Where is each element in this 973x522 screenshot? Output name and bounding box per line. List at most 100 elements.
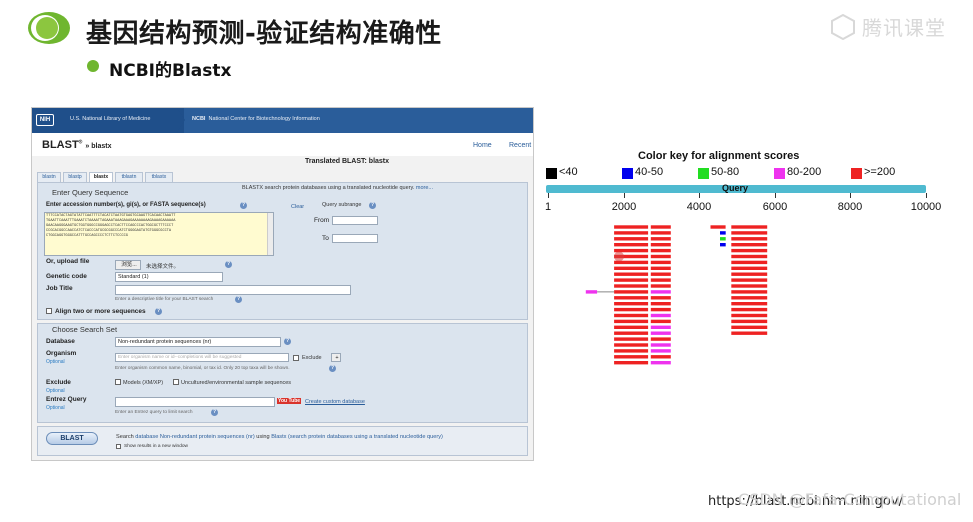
youtube-icon[interactable]: You Tube — [277, 398, 302, 404]
sequence-textarea[interactable]: TTTCCATACTAGTATATTCAATTTCTACATCTAATGTGAG… — [44, 212, 274, 256]
alignment-hit[interactable] — [731, 260, 768, 265]
create-custom-db-link[interactable]: Create custom database — [305, 399, 365, 405]
search-program-link[interactable]: Blastx (search protein databases using a… — [271, 434, 443, 440]
alignment-hit[interactable] — [614, 331, 649, 335]
from-input[interactable] — [332, 216, 378, 225]
tab-blastn[interactable]: blastn — [37, 172, 61, 182]
alignment-hit[interactable] — [710, 225, 726, 229]
alignment-hit[interactable] — [614, 225, 649, 229]
nih-logo[interactable]: NIH — [36, 114, 54, 126]
alignment-hit[interactable] — [614, 307, 649, 312]
alignment-hit[interactable] — [650, 243, 671, 247]
alignment-hit[interactable] — [650, 296, 671, 300]
alignment-hit[interactable] — [731, 243, 768, 247]
alignment-hit[interactable] — [650, 343, 671, 347]
help-icon[interactable]: ? — [240, 202, 247, 209]
help-icon[interactable]: ? — [155, 308, 162, 315]
tab-tblastx[interactable]: tblastx — [145, 172, 173, 182]
alignment-hit[interactable] — [614, 260, 649, 265]
alignment-hit[interactable] — [614, 290, 649, 294]
ncbi-link[interactable]: NCBI National Center for Biotechnology I… — [192, 116, 320, 122]
nih-text[interactable]: U.S. National Library of Medicine — [70, 116, 151, 122]
alignment-hit[interactable] — [731, 254, 768, 259]
blast-url[interactable]: https://blast.ncbi.nlm.nih.gov/ — [708, 494, 903, 509]
alignment-hit[interactable] — [585, 290, 598, 294]
search-database-link[interactable]: database Non-redundant protein sequences… — [135, 434, 255, 440]
add-organism-button[interactable]: + — [331, 353, 341, 362]
new-window-checkbox[interactable] — [116, 444, 121, 449]
alignment-hit[interactable] — [650, 325, 671, 329]
alignment-hit[interactable] — [650, 225, 671, 229]
tab-blastx[interactable]: blastx — [89, 172, 113, 182]
alignment-hit[interactable] — [650, 248, 671, 253]
alignment-hit[interactable] — [650, 337, 671, 341]
alignment-hit[interactable] — [614, 272, 649, 276]
alignment-hit[interactable] — [614, 266, 649, 270]
alignment-hit[interactable] — [650, 254, 671, 259]
alignment-hit[interactable] — [614, 284, 649, 288]
alignment-hit[interactable] — [650, 266, 671, 270]
help-icon[interactable]: ? — [284, 338, 291, 345]
alignment-hit[interactable] — [614, 243, 649, 247]
help-icon[interactable]: ? — [225, 261, 232, 268]
uncultured-checkbox[interactable] — [173, 379, 179, 385]
alignment-hit[interactable] — [614, 237, 649, 241]
alignment-hit[interactable] — [614, 343, 649, 347]
alignment-hit[interactable] — [614, 296, 649, 300]
genetic-code-select[interactable]: Standard (1) — [115, 272, 223, 282]
alignment-hit[interactable] — [731, 290, 768, 294]
alignment-hit[interactable] — [731, 296, 768, 300]
models-checkbox[interactable] — [115, 379, 121, 385]
alignment-hit[interactable] — [720, 243, 726, 247]
nav-home-link[interactable]: Home — [473, 142, 492, 149]
alignment-hit[interactable] — [731, 266, 768, 270]
exclude-checkbox[interactable] — [293, 355, 299, 361]
alignment-hit[interactable] — [650, 231, 671, 235]
alignment-hit[interactable] — [731, 248, 768, 253]
alignment-hit[interactable] — [731, 272, 768, 276]
alignment-hit[interactable] — [614, 231, 649, 235]
organism-input[interactable]: Enter organism name or id--completions w… — [115, 353, 289, 362]
alignment-hit[interactable] — [720, 231, 726, 235]
alignment-hit[interactable] — [650, 355, 671, 359]
alignment-hit[interactable] — [731, 302, 768, 306]
alignment-hit[interactable] — [731, 284, 768, 288]
alignment-hit[interactable] — [650, 361, 671, 365]
alignment-hit[interactable] — [614, 355, 649, 359]
clear-link[interactable]: Clear — [291, 204, 305, 210]
alignment-hit[interactable] — [650, 319, 671, 324]
alignment-hit[interactable] — [731, 231, 768, 235]
alignment-hit[interactable] — [614, 319, 649, 324]
help-icon[interactable]: ? — [235, 296, 242, 303]
alignment-hit[interactable] — [614, 361, 649, 365]
alignment-hit[interactable] — [650, 290, 671, 294]
help-icon[interactable]: ? — [369, 202, 376, 209]
alignment-hit[interactable] — [650, 260, 671, 265]
alignment-hit[interactable] — [720, 237, 726, 241]
alignment-hit[interactable] — [650, 278, 671, 282]
alignment-hit[interactable] — [650, 331, 671, 335]
alignment-hit[interactable] — [650, 313, 671, 318]
alignment-hit[interactable] — [731, 313, 768, 318]
help-icon[interactable]: ? — [329, 365, 336, 372]
alignment-hit[interactable] — [731, 325, 768, 329]
alignment-hit[interactable] — [731, 331, 768, 335]
alignment-hit[interactable] — [650, 302, 671, 306]
align-checkbox[interactable] — [46, 308, 52, 314]
alignment-hit[interactable] — [650, 272, 671, 276]
alignment-hit[interactable] — [614, 337, 649, 341]
alignment-hit[interactable] — [650, 237, 671, 241]
blast-submit-button[interactable]: BLAST — [46, 432, 98, 445]
tab-tblastn[interactable]: tblastn — [115, 172, 143, 182]
alignment-hit[interactable] — [650, 349, 671, 353]
browse-button[interactable]: 浏览... — [115, 260, 141, 270]
blast-home-link[interactable]: BLAST® » blastx — [42, 139, 112, 151]
more-link[interactable]: more... — [415, 185, 433, 191]
alignment-hit[interactable] — [731, 278, 768, 282]
alignment-hit[interactable] — [614, 254, 649, 259]
help-icon[interactable]: ? — [211, 409, 218, 416]
alignment-hit[interactable] — [650, 307, 671, 312]
alignment-hit[interactable] — [731, 225, 768, 229]
alignment-hit[interactable] — [614, 325, 649, 329]
alignment-hit[interactable] — [614, 302, 649, 306]
